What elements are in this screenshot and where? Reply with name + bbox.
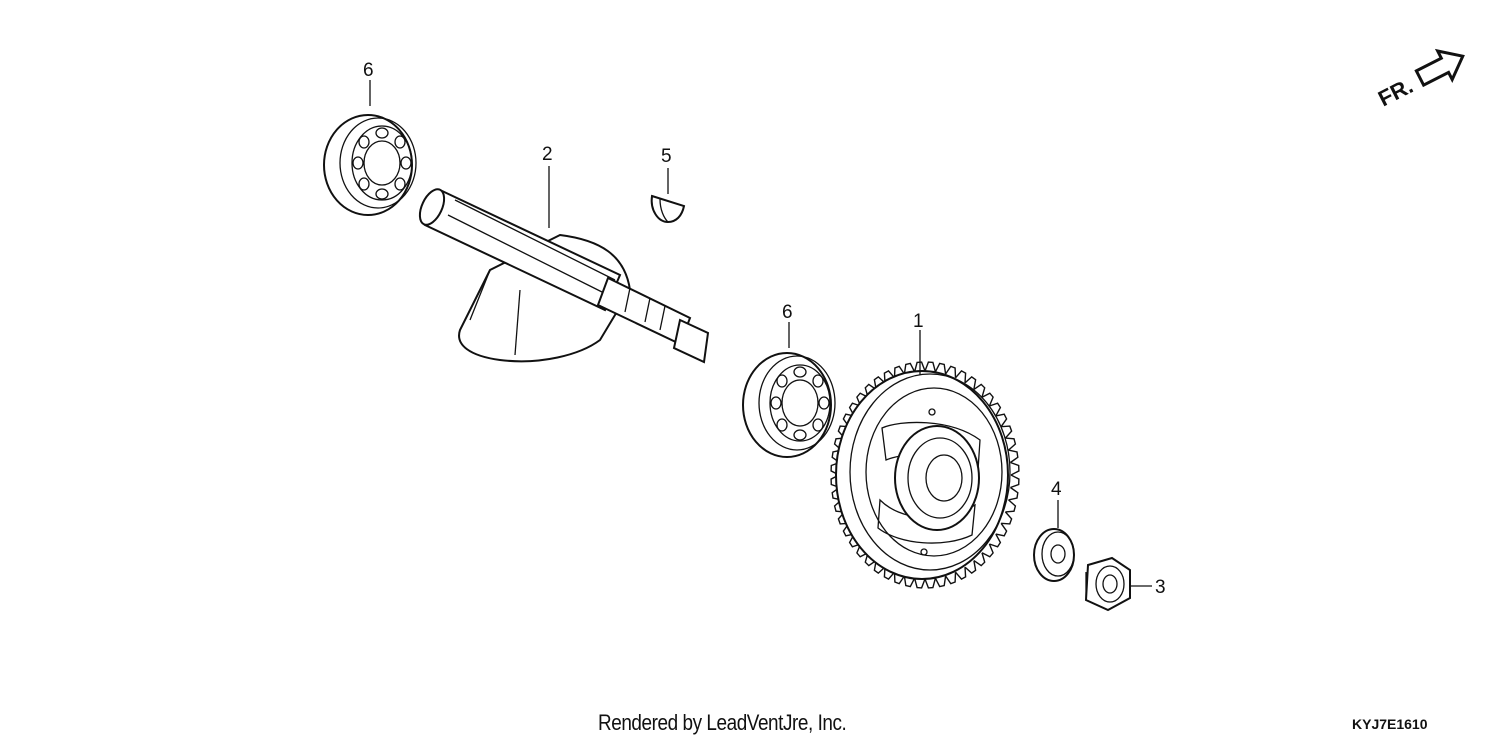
gear-tooth: [934, 362, 947, 375]
diagram-code: KYJ7E1610: [1352, 716, 1428, 732]
woodruff-key[interactable]: [650, 194, 686, 224]
callout-1: 1: [913, 311, 924, 332]
gear-tooth: [1008, 486, 1019, 501]
gear-tooth: [973, 552, 986, 567]
bearing-upper[interactable]: [323, 114, 417, 216]
gear-tooth: [954, 370, 967, 383]
gear-tooth: [954, 567, 967, 580]
gear-tooth: [1001, 425, 1013, 439]
gear-tooth: [924, 578, 937, 589]
gear-tooth: [964, 376, 977, 390]
gear-tooth: [1001, 511, 1013, 525]
gear-tooth: [981, 543, 994, 558]
gear-tooth: [995, 522, 1008, 537]
gear-tooth: [1008, 449, 1019, 464]
gear-tooth: [1005, 499, 1017, 513]
washer[interactable]: [1033, 528, 1075, 582]
callout-6-upper: 6: [363, 60, 374, 81]
callout-3: 3: [1155, 577, 1166, 598]
gear-tooth: [995, 413, 1008, 428]
gear-tooth: [934, 575, 947, 588]
gear-tooth: [1010, 461, 1020, 476]
gear-tooth: [913, 578, 926, 589]
gear-tooth: [973, 383, 986, 398]
balancer-shaft[interactable]: [415, 186, 710, 364]
gear-tooth: [981, 392, 994, 407]
gear-tooth: [989, 533, 1002, 548]
gear-tooth: [924, 361, 937, 372]
balancer-gear[interactable]: [830, 361, 1020, 589]
callout-6-lower: 6: [782, 302, 793, 323]
bearing-lower[interactable]: [742, 352, 836, 458]
gear-tooth: [989, 402, 1002, 417]
callout-5: 5: [661, 146, 672, 167]
gear-tooth: [1010, 474, 1020, 489]
callout-2: 2: [542, 144, 553, 165]
direction-label: FR.: [1374, 73, 1417, 111]
direction-arrow-icon: [1414, 48, 1465, 88]
front-direction-indicator: FR.: [1374, 48, 1465, 111]
render-credit: Rendered by LeadVentJre, Inc.: [598, 710, 847, 735]
nut[interactable]: [1084, 556, 1131, 612]
callout-4: 4: [1051, 479, 1062, 500]
gear-tooth: [964, 560, 977, 574]
